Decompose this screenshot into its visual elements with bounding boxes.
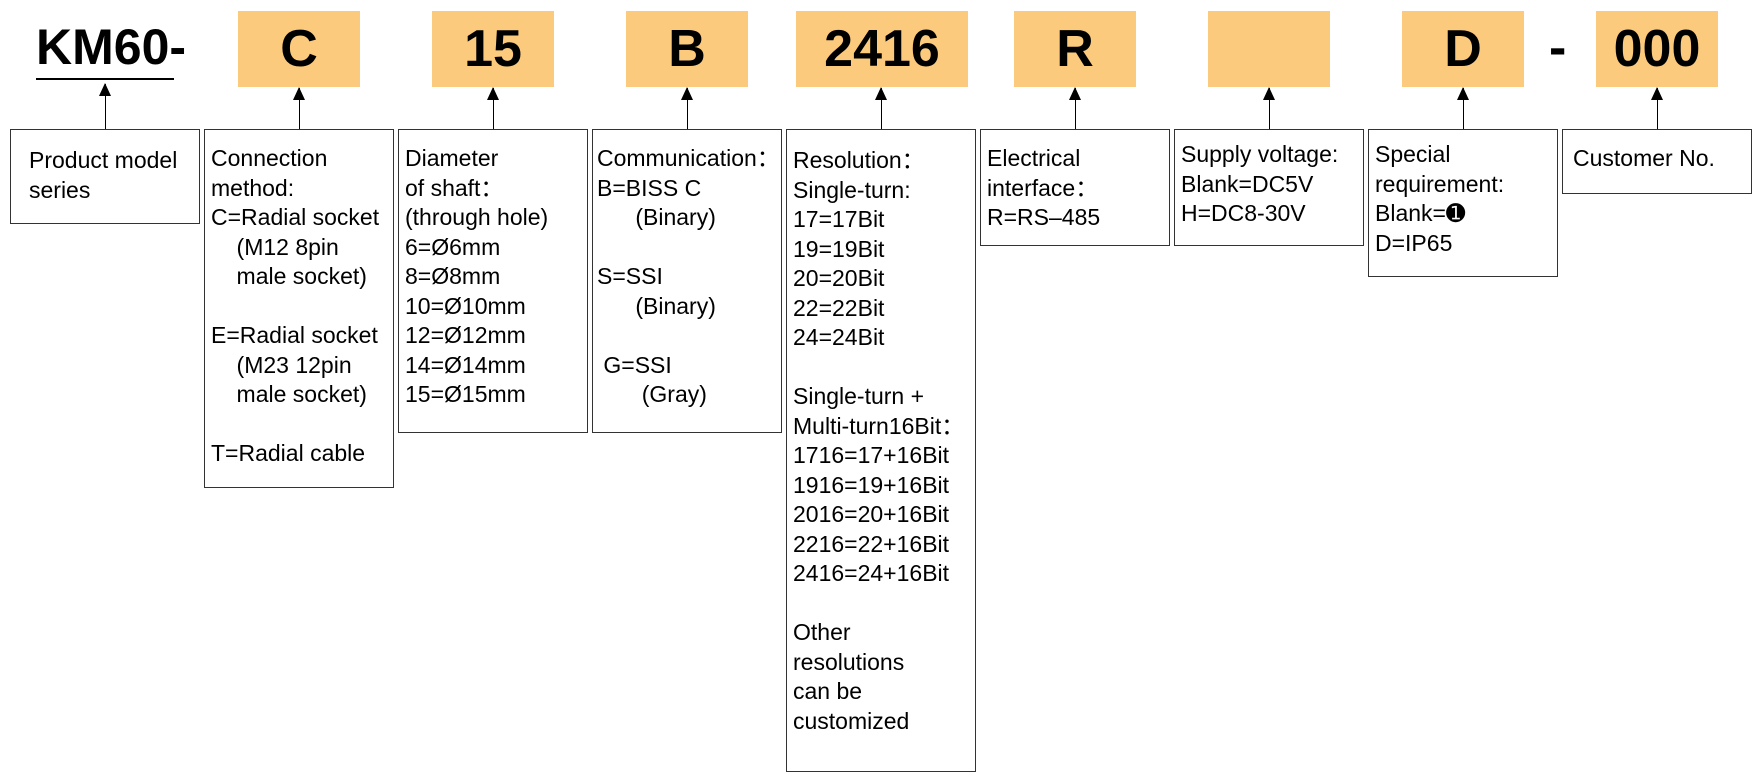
desc-resolution: Resolution： Single-turn: 17=17Bit 19=19B… — [786, 129, 976, 772]
code-box-connection: C — [238, 11, 360, 87]
arrow-resolution — [875, 87, 887, 129]
code-communication: B — [668, 20, 706, 78]
desc-special: Special requirement: Blank=➊ D=IP65 — [1368, 129, 1558, 277]
code-special: D — [1444, 20, 1482, 78]
arrow-communication — [681, 87, 693, 129]
code-connection: C — [280, 20, 318, 78]
code-box-shaft: 15 — [432, 11, 554, 87]
code-box-resolution: 2416 — [796, 11, 968, 87]
desc-electrical: Electrical interface： R=RS–485 — [980, 129, 1170, 246]
code-box-customer: 000 — [1596, 11, 1718, 87]
code-shaft: 15 — [464, 20, 522, 78]
code-box-communication: B — [626, 11, 748, 87]
code-customer: 000 — [1613, 20, 1701, 78]
arrow-special — [1457, 87, 1469, 129]
code-box-special: D — [1402, 11, 1524, 87]
arrow-voltage — [1263, 87, 1275, 129]
prefix-underline — [36, 78, 174, 80]
code-resolution: 2416 — [824, 20, 940, 78]
arrow-electrical — [1069, 87, 1081, 129]
desc-series: Product model series — [10, 129, 200, 224]
desc-connection: Connection method: C=Radial socket (M12 … — [204, 129, 394, 488]
separator-dash: - — [1549, 19, 1567, 77]
code-box-electrical: R — [1014, 11, 1136, 87]
code-electrical: R — [1056, 20, 1094, 78]
arrow-connection — [293, 87, 305, 129]
product-prefix: KM60- — [36, 19, 187, 75]
desc-customer: Customer No. — [1562, 129, 1752, 194]
code-box-voltage — [1208, 11, 1330, 87]
arrow-customer — [1651, 87, 1663, 129]
arrow-series — [99, 83, 111, 129]
desc-shaft: Diameter of shaft： (through hole) 6=Ø6mm… — [398, 129, 588, 433]
desc-voltage: Supply voltage: Blank=DC5V H=DC8-30V — [1174, 129, 1364, 246]
desc-communication: Communication： B=BISS C (Binary) S=SSI (… — [592, 129, 782, 433]
arrow-shaft — [487, 87, 499, 129]
